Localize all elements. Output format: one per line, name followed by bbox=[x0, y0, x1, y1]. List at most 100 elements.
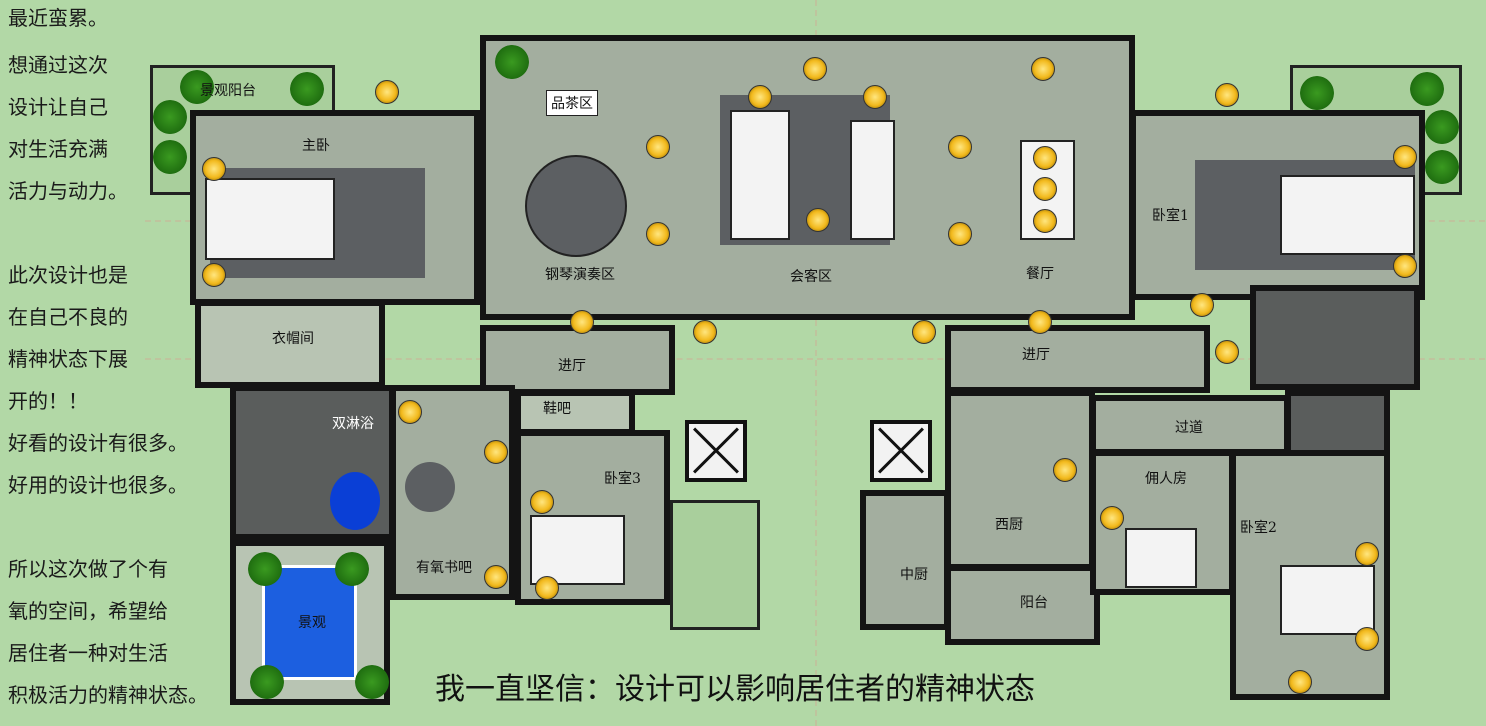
lamp-icon bbox=[863, 85, 887, 109]
lamp-icon bbox=[1355, 542, 1379, 566]
tree-icon bbox=[335, 552, 369, 586]
western-kitchen bbox=[945, 390, 1095, 570]
room-label: 有氧书吧 bbox=[416, 560, 472, 576]
room-label: 鞋吧 bbox=[543, 401, 571, 417]
bed-icon bbox=[530, 515, 625, 585]
garden-pool bbox=[262, 565, 357, 680]
bed-icon bbox=[1280, 175, 1415, 255]
note-line: 开的！！ bbox=[8, 389, 88, 413]
lamp-icon bbox=[1053, 458, 1077, 482]
lamp-icon bbox=[693, 320, 717, 344]
sofa-icon bbox=[850, 120, 895, 240]
lamp-icon bbox=[1031, 57, 1055, 81]
tree-icon bbox=[1300, 76, 1334, 110]
lamp-icon bbox=[912, 320, 936, 344]
lamp-icon bbox=[1215, 340, 1239, 364]
note-line: 积极活力的精神状态。 bbox=[8, 683, 208, 707]
lamp-icon bbox=[530, 490, 554, 514]
lamp-icon bbox=[1033, 177, 1057, 201]
lamp-icon bbox=[803, 57, 827, 81]
lamp-icon bbox=[1100, 506, 1124, 530]
tree-icon bbox=[1410, 72, 1444, 106]
lamp-icon bbox=[646, 135, 670, 159]
lamp-icon bbox=[1215, 83, 1239, 107]
room-label: 钢琴演奏区 bbox=[545, 267, 615, 283]
lamp-icon bbox=[1033, 209, 1057, 233]
tree-icon bbox=[355, 665, 389, 699]
lamp-icon bbox=[748, 85, 772, 109]
bed-icon bbox=[1280, 565, 1375, 635]
bathroom-right bbox=[1250, 285, 1420, 390]
lamp-icon bbox=[398, 400, 422, 424]
tree-icon bbox=[248, 552, 282, 586]
bed-icon bbox=[1125, 528, 1197, 588]
elevator-icon bbox=[870, 420, 932, 482]
lamp-icon bbox=[202, 157, 226, 181]
shoe-room bbox=[515, 390, 635, 435]
tree-icon bbox=[153, 100, 187, 134]
room-label: 卧室2 bbox=[1240, 520, 1277, 536]
tree-icon bbox=[1425, 150, 1459, 184]
lamp-icon bbox=[1033, 146, 1057, 170]
note-line: 氧的空间，希望给 bbox=[8, 599, 168, 623]
lamp-icon bbox=[1393, 145, 1417, 169]
room-label: 双淋浴 bbox=[332, 416, 374, 432]
room-label: 景观 bbox=[298, 615, 326, 631]
bed-icon bbox=[205, 178, 335, 260]
lamp-icon bbox=[202, 263, 226, 287]
lamp-icon bbox=[1355, 627, 1379, 651]
lamp-icon bbox=[484, 440, 508, 464]
lamp-icon bbox=[570, 310, 594, 334]
lamp-icon bbox=[1288, 670, 1312, 694]
room-label: 中厨 bbox=[900, 567, 928, 583]
room-label: 阳台 bbox=[1020, 595, 1048, 611]
tree-icon bbox=[153, 140, 187, 174]
note-line: 想通过这次 bbox=[8, 53, 108, 77]
axis-line bbox=[815, 0, 817, 726]
tree-icon bbox=[250, 665, 284, 699]
room-label: 衣帽间 bbox=[272, 331, 314, 347]
room-label: 会客区 bbox=[790, 269, 832, 285]
foyer-right bbox=[945, 325, 1210, 393]
room-label: 主卧 bbox=[302, 138, 330, 154]
room-label: 过道 bbox=[1175, 420, 1203, 436]
piano-icon bbox=[525, 155, 627, 257]
lamp-icon bbox=[948, 222, 972, 246]
note-line: 设计让自己 bbox=[8, 95, 108, 119]
note-line: 精神状态下展 bbox=[8, 347, 128, 371]
lamp-icon bbox=[948, 135, 972, 159]
lamp-icon bbox=[535, 576, 559, 600]
room-label: 品茶区 bbox=[546, 90, 598, 116]
lamp-icon bbox=[1028, 310, 1052, 334]
room-label: 卧室1 bbox=[1152, 208, 1189, 224]
note-line: 活力与动力。 bbox=[8, 179, 128, 203]
note-line: 在自己不良的 bbox=[8, 305, 128, 329]
note-line: 对生活充满 bbox=[8, 137, 108, 161]
room-label: 进厅 bbox=[1022, 347, 1050, 363]
tree-icon bbox=[495, 45, 529, 79]
note-line: 好看的设计有很多。 bbox=[8, 431, 188, 455]
room-label: 佣人房 bbox=[1145, 471, 1187, 487]
elevator-icon bbox=[685, 420, 747, 482]
tree-icon bbox=[180, 70, 214, 104]
axis-line bbox=[145, 358, 1485, 360]
sofa-icon bbox=[730, 110, 790, 240]
note-line: 最近蛮累。 bbox=[8, 6, 108, 30]
note-line: 居住者一种对生活 bbox=[8, 641, 168, 665]
lamp-icon bbox=[484, 565, 508, 589]
shower-room bbox=[230, 385, 395, 540]
lamp-icon bbox=[1393, 254, 1417, 278]
note-line: 所以这次做了个有 bbox=[8, 557, 168, 581]
round-table-icon bbox=[405, 462, 455, 512]
tree-icon bbox=[290, 72, 324, 106]
lamp-icon bbox=[806, 208, 830, 232]
note-line: 此次设计也是 bbox=[8, 263, 128, 287]
motto-caption: 我一直坚信：设计可以影响居住者的精神状态 bbox=[435, 672, 1035, 707]
balcony-room bbox=[945, 565, 1100, 645]
note-line: 好用的设计也很多。 bbox=[8, 473, 188, 497]
lamp-icon bbox=[646, 222, 670, 246]
room-label: 餐厅 bbox=[1026, 266, 1054, 282]
room-label: 西厨 bbox=[995, 517, 1023, 533]
room-label: 进厅 bbox=[558, 358, 586, 374]
room-label: 景观阳台 bbox=[200, 83, 256, 99]
